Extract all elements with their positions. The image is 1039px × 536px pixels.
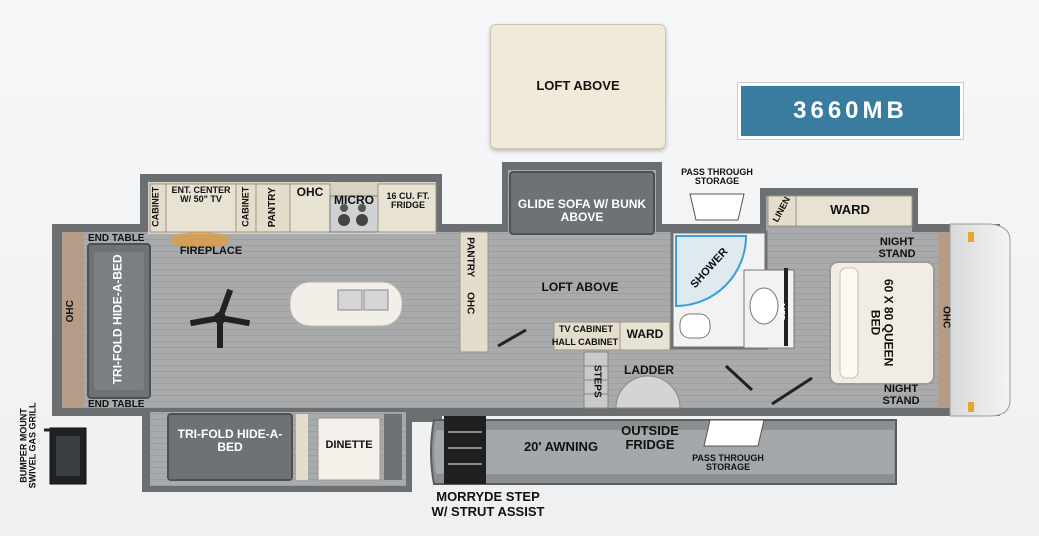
ohc-left-strip <box>62 232 84 408</box>
trifold-left-label: TRI-FOLD HIDE-A-BED <box>110 254 125 385</box>
pass-through-top-label: PASS THROUGH STORAGE <box>681 167 753 187</box>
pass-through-bottom-label: PASS THROUGH STORAGE <box>692 453 764 473</box>
dinette-table <box>317 417 381 481</box>
steps-label: STEPS <box>591 364 603 398</box>
glide-sofa <box>509 171 655 235</box>
cabinet-1-label: CABINET <box>150 186 161 227</box>
night-stand-top-label: NIGHT STAND <box>878 236 916 260</box>
outside-fridge-label: OUTSIDE FRIDGE <box>621 423 679 452</box>
trifold-sofa-slide <box>167 413 293 481</box>
med-label: MED <box>777 303 787 322</box>
loft-above-label: LOFT ABOVE <box>541 280 619 294</box>
ladder-label: LADDER <box>624 363 674 377</box>
awning-label: 20' AWNING <box>523 439 599 454</box>
dinette-label: DINETTE <box>325 439 373 451</box>
ward-top-label: WARD <box>830 202 870 217</box>
hall-cabinet-label: HALL CABINET <box>551 337 619 347</box>
fireplace-label: FIREPLACE <box>179 245 243 257</box>
pantry-2-label: PANTRY <box>464 237 476 278</box>
fridge-label: 16 CU. FT. FRIDGE <box>386 191 430 211</box>
ohc-left-label: OHC <box>64 300 76 323</box>
front-cap <box>949 223 1011 417</box>
pantry-1-label: PANTRY <box>266 187 278 228</box>
micro-label: MICRO <box>334 193 374 207</box>
ohc-right-label: OHC <box>940 306 952 329</box>
cabinet-2-label: CABINET <box>240 186 251 227</box>
morryde-line1-label: MORRYDE STEP <box>436 489 540 504</box>
trifold-slide-label: TRI-FOLD HIDE-A-BED <box>177 427 283 454</box>
night-stand-bottom-label: NIGHT STAND <box>882 383 920 407</box>
ward-mid-label: WARD <box>626 327 664 341</box>
end-table-bottom-label: END TABLE <box>88 399 145 410</box>
morryde-step <box>444 416 486 484</box>
ohc-mid-label: OHC <box>464 292 476 315</box>
queen-bed-label: 60 x 80 QUEEN BED <box>869 278 896 367</box>
end-table-top-label: END TABLE <box>88 233 145 244</box>
ent-center-label: ENT. CENTER W/ 50" TV <box>171 185 231 205</box>
gas-grill-label: BUMPER MOUNT SWIVEL GAS GRILL <box>18 402 38 489</box>
morryde-line2-label: W/ STRUT ASSIST <box>431 504 545 519</box>
glide-sofa-label: GLIDE SOFA W/ BUNK ABOVE <box>517 197 647 224</box>
loft-above-box-label: LOFT ABOVE <box>536 78 620 93</box>
loft-above-box <box>490 24 666 149</box>
pantry-mid <box>459 231 489 353</box>
tv-cabinet-label: TV CABINET <box>559 324 613 334</box>
ohc-kitchen-label: OHC <box>296 185 324 199</box>
model-number-badge: 3660MB <box>741 86 960 136</box>
ceiling-fan <box>189 288 251 348</box>
